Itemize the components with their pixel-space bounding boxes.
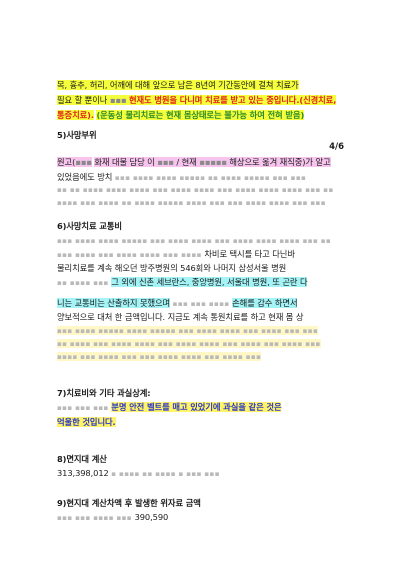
page-number: 4/6	[329, 142, 344, 152]
sec7-line1: ▪▪▪ ▪▪▪ ▪▪▪ 분명 안전 벨트를 매고 있었기에 과실을 같은 것은	[57, 402, 282, 412]
sec7-line2: 억울한 것입니다.	[57, 415, 347, 429]
sec5-line3: ▪▪ ▪▪ ▪▪▪▪ ▪▪▪▪ ▪▪▪▪ ▪▪▪ ▪▪▪▪ ▪▪▪▪ ▪▪▪ ▪…	[57, 185, 334, 194]
sec9-line1: ▪▪▪ ▪▪▪ ▪▪▪▪ ▪▪▪ 390,590	[57, 512, 169, 522]
para1-line2-b: 현재도 병원을 다니며 치료를 받고 있는 중입니다.(신경치료,	[128, 95, 337, 105]
sec9-amount: 390,590	[134, 512, 169, 522]
sec6-line5-b: 손해를 감수 하면서	[232, 298, 298, 308]
sec6-line9: ▪▪▪▪ ▪▪▪ ▪▪▪▪ ▪▪▪ ▪▪▪ ▪▪▪▪ ▪▪▪▪ ▪▪▪ ▪▪▪▪…	[57, 352, 262, 361]
para1-line2-a: 필요 할 뿐이나	[57, 95, 108, 105]
sec6-line4: ▪▪ ▪▪▪▪ ▪▪▪ 그 외에 신촌 세브란스, 중앙병원, 서울대 병원, …	[57, 277, 308, 287]
sec6-line2: ▪▪▪ ▪▪▪▪ ▪▪▪ ▪▪▪▪ ▪▪▪▪ ▪▪▪ ▪▪▪▪ 차비로 택시를 …	[57, 249, 295, 259]
sec6-line2-b: 차비로 택시를 타고 다닌바	[204, 249, 295, 259]
sec8-line1: 313,398,012 ▪ ▪▪▪▪ ▪▪ ▪▪▪▪ ▪ ▪▪▪ ▪▪▪	[57, 468, 220, 478]
sec6-line8: ▪▪ ▪▪▪▪ ▪▪▪ ▪▪▪▪ ▪▪▪▪ ▪▪▪ ▪▪▪▪ ▪▪▪▪ ▪▪▪ …	[57, 339, 321, 348]
sec5-line1-a: 원고(	[57, 157, 76, 167]
sec5-line2: 있었음에도 방치 ▪▪▪ ▪▪▪▪ ▪▪▪▪ ▪▪▪▪▪ ▪▪ ▪▪▪▪ ▪▪▪…	[57, 172, 307, 182]
sec9-heading: 9)현지대 계산차액 후 발생한 위자료 금액	[57, 498, 201, 508]
sec6-line7: ▪▪▪ ▪▪▪▪ ▪▪▪▪▪ ▪▪▪▪ ▪▪▪▪▪ ▪▪▪ ▪▪▪▪ ▪▪▪▪ …	[57, 326, 319, 335]
sec7-line2-text: 억울한 것입니다.	[57, 417, 116, 427]
para1-line3-b: (운동성 물리치료는 현재 몸상태로는 불가능 하여 전혀 받음)	[96, 110, 305, 120]
sec5-line1-b: 화재 대물 담당 이	[94, 157, 155, 167]
sec6-heading: 6)사망치료 교통비	[57, 221, 122, 231]
sec5-line4: ▪▪▪▪ ▪▪▪ ▪▪▪▪ ▪▪ ▪▪▪▪ ▪▪▪▪▪ ▪▪▪▪ ▪▪▪ ▪▪▪…	[57, 198, 326, 207]
para1-line1: 목, 흉추, 허리, 어깨에 대해 앞으로 남은 8년여 기간동안에 걸쳐 치료…	[57, 78, 347, 92]
sec5-heading: 5)사망부위	[57, 130, 97, 140]
para1-line3: 통증치료). (운동성 물리치료는 현재 몸상태로는 불가능 하여 전혀 받음)	[57, 108, 347, 122]
sec8-amount: 313,398,012	[57, 468, 109, 478]
para1-line2: 필요 할 뿐이나 ▪▪▪ 현재도 병원을 다니며 치료를 받고 있는 중입니다.…	[57, 95, 337, 105]
sec6-line6: 양보적으로 대처 한 금액입니다. 지금도 계속 통원치료를 하고 현재 몸 상	[57, 312, 304, 322]
sec7-line1-b: 분명 안전 벨트를 매고 있었기에 과실을 같은 것은	[111, 402, 282, 412]
sec5-line1: 원고(▪▪▪ 화재 대물 담당 이 ▪▪▪ / 현재 ▪▪▪▪▪ 해상으로 옮겨…	[57, 157, 331, 167]
sec6-line4-b: 그 외에 신촌 세브란스, 중앙병원, 서울대 병원, 또 곤란 다	[111, 277, 308, 287]
sec5-line1-d: 해상으로 옮겨 재직중)가 알고	[229, 157, 331, 167]
sec8-heading: 8)면지대 계산	[57, 454, 107, 464]
para1-line1-text: 목, 흉추, 허리, 어깨에 대해 앞으로 남은 8년여 기간동안에 걸쳐 치료…	[57, 80, 299, 90]
sec5-line1-c: / 현재	[176, 157, 197, 167]
sec5-line2-text: 있었음에도 방치	[57, 172, 113, 182]
sec6-line5: 니는 교통비는 산출하지 못했으며 ▪▪▪ ▪▪▪ ▪▪▪▪ 손해를 감수 하면…	[57, 298, 298, 308]
para1-line3-a: 통증치료).	[57, 110, 94, 120]
sec6-line1: ▪▪▪ ▪▪▪▪ ▪▪▪▪ ▪▪▪▪▪ ▪▪▪ ▪▪▪▪ ▪▪▪▪ ▪▪▪ ▪▪…	[57, 236, 332, 245]
sec6-line3: 물리치료를 계속 해오던 방주병원의 546회와 나머지 삼성서울 병원	[57, 263, 287, 273]
sec7-heading: 7)치료비와 기타 과실상계:	[57, 388, 151, 398]
sec6-line5-a: 니는 교통비는 산출하지 못했으며	[57, 298, 171, 308]
